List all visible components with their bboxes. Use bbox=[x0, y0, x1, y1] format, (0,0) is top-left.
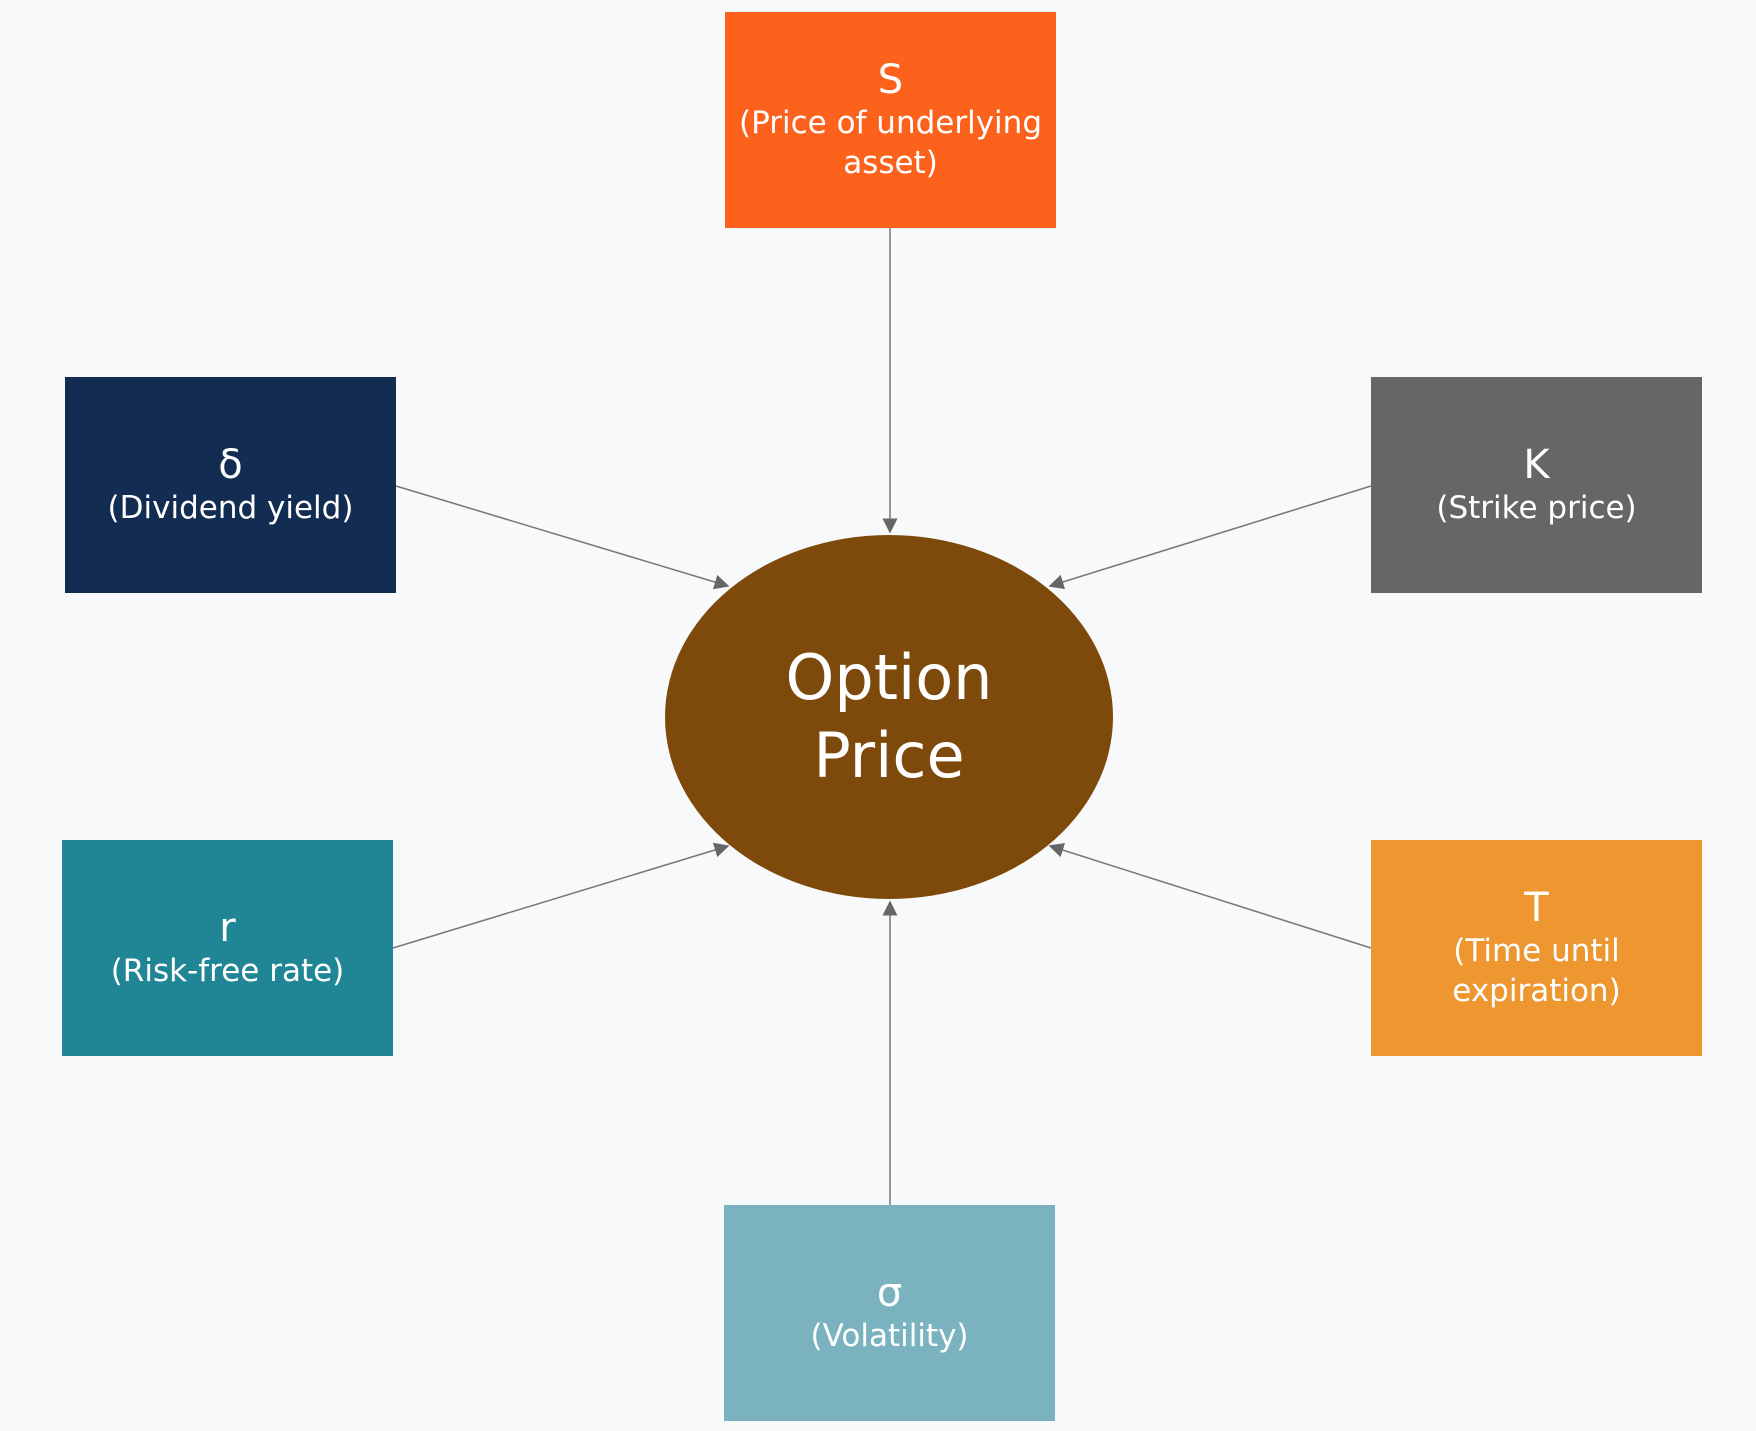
factor-desc-r: (Risk-free rate) bbox=[110, 953, 345, 989]
arrow-r-to-center bbox=[392, 842, 730, 949]
factor-symbol-k: K bbox=[1523, 442, 1550, 488]
factor-symbol-sigma: σ bbox=[876, 1270, 903, 1316]
factor-symbol-s: S bbox=[877, 57, 904, 103]
factor-symbol-r: r bbox=[219, 905, 236, 951]
factor-desc-s: (Price of underlying asset) bbox=[739, 105, 1042, 181]
factor-box-risk-free-rate: r (Risk-free rate) bbox=[62, 840, 393, 1056]
factor-desc-delta: (Dividend yield) bbox=[107, 490, 354, 526]
factor-box-underlying-price: S (Price of underlying asset) bbox=[725, 12, 1056, 228]
factor-symbol-delta: δ bbox=[218, 442, 243, 488]
factor-symbol-t: T bbox=[1524, 885, 1549, 931]
factor-box-volatility: σ (Volatility) bbox=[724, 1205, 1055, 1421]
factor-desc-k: (Strike price) bbox=[1436, 490, 1637, 526]
arrow-delta-to-center bbox=[395, 485, 730, 590]
factor-box-strike-price: K (Strike price) bbox=[1371, 377, 1702, 593]
factor-desc-sigma: (Volatility) bbox=[810, 1318, 969, 1354]
factor-desc-t: (Time until expiration) bbox=[1452, 933, 1621, 1009]
arrow-t-to-center bbox=[1048, 842, 1372, 949]
option-price-label: Option Price bbox=[785, 641, 993, 792]
arrow-k-to-center bbox=[1048, 485, 1372, 590]
factor-box-dividend-yield: δ (Dividend yield) bbox=[65, 377, 396, 593]
option-price-node: Option Price bbox=[665, 535, 1113, 899]
factor-box-time-until-expiration: T (Time until expiration) bbox=[1371, 840, 1702, 1056]
